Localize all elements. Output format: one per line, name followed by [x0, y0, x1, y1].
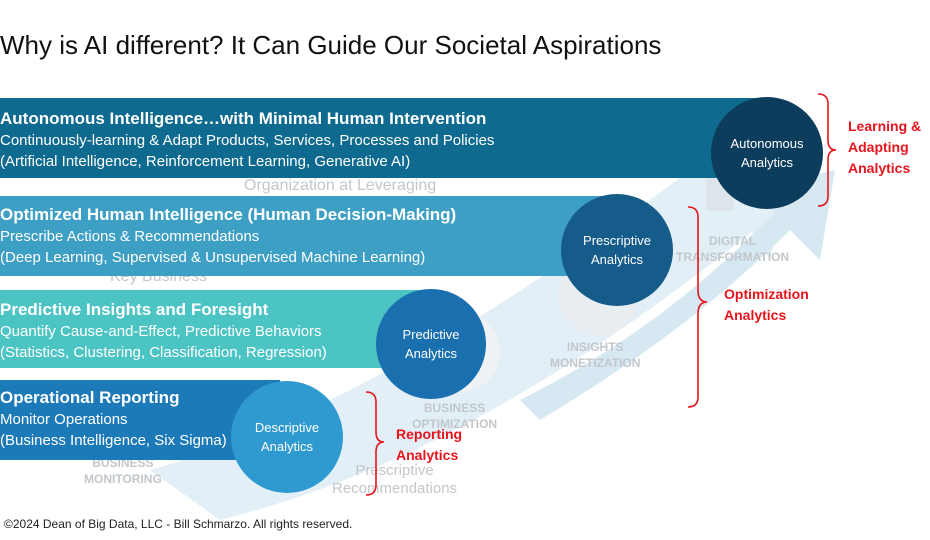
bracket-reporting — [365, 391, 385, 496]
bg-label-digital: DIGITAL TRANSFORMATION — [676, 233, 789, 265]
bg-label-bo-1: BUSINESS — [423, 401, 486, 415]
circle-prescriptive-line1: Prescriptive — [583, 233, 651, 248]
bg-label-pr-1: Prescriptive — [355, 462, 434, 479]
bg-label-digital-2: TRANSFORMATION — [676, 250, 790, 264]
band-operational-heading: Operational Reporting — [0, 388, 180, 407]
bg-label-pr-2: Recommendations — [332, 480, 458, 497]
bracket-learning — [817, 93, 837, 207]
tier-reporting: Reporting Analytics — [396, 424, 462, 466]
tier-reporting-line1: Reporting — [396, 426, 463, 442]
circle-prescriptive-line2: Analytics — [590, 252, 644, 267]
bracket-optimization — [687, 206, 708, 408]
band-predictive-line2: (Statistics, Clustering, Classification,… — [0, 344, 327, 361]
tier-optimization-line1: Optimization — [724, 286, 809, 302]
bg-label-organization: Organization at Leveraging — [244, 177, 437, 194]
band-predictive-line1: Quantify Cause-and-Effect, Predictive Be… — [0, 323, 322, 340]
tier-optimization: Optimization Analytics — [724, 284, 809, 326]
band-optimized-line2: (Deep Learning, Supervised & Unsupervise… — [0, 249, 426, 266]
circle-predictive-line1: Predictive — [402, 327, 460, 342]
band-autonomous-line2: (Artificial Intelligence, Reinforcement … — [0, 153, 411, 170]
bg-label-bo-2: OPTIMIZATION — [412, 417, 498, 431]
circle-autonomous-line1: Autonomous — [730, 136, 804, 151]
band-optimized: Optimized Human Intelligence (Human Deci… — [0, 196, 610, 276]
bg-label-business-optimization: BUSINESS OPTIMIZATION — [412, 400, 497, 432]
tier-learning-line2: Adapting — [848, 139, 909, 155]
band-predictive-heading: Predictive Insights and Foresight — [0, 300, 269, 319]
circle-predictive-line2: Analytics — [404, 346, 458, 361]
bg-label-digital-1: DIGITAL — [709, 234, 757, 248]
circle-autonomous-line2: Analytics — [740, 155, 794, 170]
tier-learning-line3: Analytics — [848, 160, 911, 176]
circle-descriptive-line1: Descriptive — [254, 420, 320, 435]
tier-optimization-line2: Analytics — [724, 307, 787, 323]
bg-label-insights-1: INSIGHTS — [566, 340, 624, 354]
band-optimized-line1: Prescribe Actions & Recommendations — [0, 228, 260, 245]
page-title: Why is AI different? It Can Guide Our So… — [0, 30, 662, 60]
band-autonomous-line1: Continuously-learning & Adapt Products, … — [0, 132, 495, 149]
tier-learning-line1: Learning & — [848, 118, 922, 134]
band-predictive: Predictive Insights and Foresight Quanti… — [0, 290, 420, 368]
band-optimized-heading: Optimized Human Intelligence (Human Deci… — [0, 205, 457, 224]
copyright-footer: ©2024 Dean of Big Data, LLC - Bill Schma… — [4, 517, 353, 531]
band-autonomous-heading: Autonomous Intelligence…with Minimal Hum… — [0, 109, 487, 128]
band-operational-line1: Monitor Operations — [0, 411, 128, 428]
band-autonomous: Autonomous Intelligence…with Minimal Hum… — [0, 98, 760, 178]
bg-label-insights-2: MONETIZATION — [550, 356, 641, 370]
bg-label-bm-2: MONITORING — [84, 472, 162, 486]
bg-label-insights: INSIGHTS MONETIZATION — [550, 339, 640, 371]
tier-learning-adapting: Learning & Adapting Analytics — [848, 116, 921, 179]
band-operational-line2: (Business Intelligence, Six Sigma) — [0, 432, 227, 449]
tier-reporting-line2: Analytics — [396, 447, 459, 463]
circle-descriptive-line2: Analytics — [260, 439, 314, 454]
bg-label-prescriptive-recommendations: Prescriptive Recommendations — [332, 462, 457, 498]
